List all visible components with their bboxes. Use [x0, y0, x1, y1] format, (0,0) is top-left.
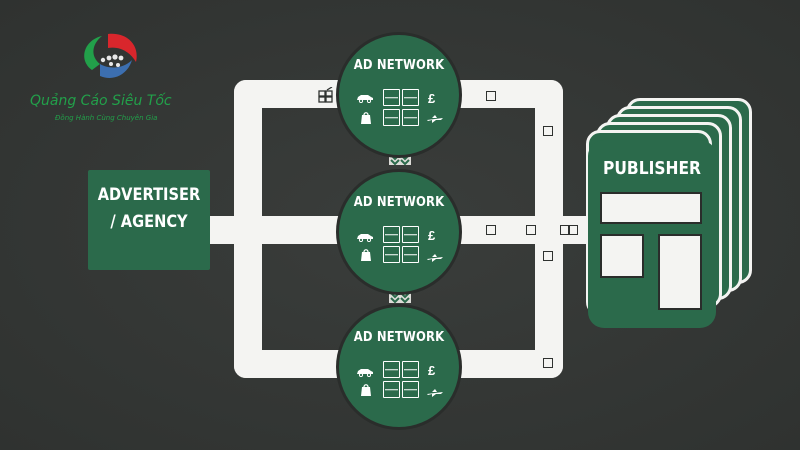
plane-icon [426, 114, 444, 126]
brand-name: Quảng Cáo Siêu Tốc [30, 93, 172, 109]
car-icon [356, 93, 374, 105]
ad-network-title: AD NETWORK [353, 329, 445, 345]
packet-icon [560, 225, 570, 235]
packet-icon [543, 358, 553, 368]
ad-slot-square [600, 234, 644, 278]
grid-icon [318, 86, 334, 108]
car-icon [356, 232, 374, 244]
grid-icon [383, 246, 419, 263]
ad-network-node-1: AD NETWORK £ [339, 35, 459, 155]
advertiser-label: ADVERTISER / AGENCY [97, 182, 202, 236]
grid-icon [383, 361, 419, 378]
advertiser-line1: ADVERTISER [97, 185, 201, 205]
pound-icon: £ [428, 91, 436, 106]
publisher-card: PUBLISHER [588, 140, 716, 328]
plane-icon [426, 388, 444, 400]
packet-icon [486, 225, 496, 235]
ad-network-title: AD NETWORK [353, 194, 445, 210]
packet-icon [543, 126, 553, 136]
car-icon [356, 367, 374, 379]
ad-network-node-3: AD NETWORK £ [339, 307, 459, 427]
chevron-icon [389, 290, 411, 303]
ad-slot-banner [600, 192, 702, 224]
packet-icon [486, 91, 496, 101]
logo-swirl-icon [84, 33, 137, 79]
grid-icon [383, 381, 419, 398]
grid-icon [383, 89, 419, 106]
packet-icon [526, 225, 536, 235]
plane-icon [426, 253, 444, 265]
advertiser-agency-box: ADVERTISER / AGENCY [88, 170, 210, 270]
pound-icon: £ [428, 363, 436, 378]
brand-slogan: Đồng Hành Cùng Chuyên Gia [55, 114, 158, 122]
ad-network-node-2: AD NETWORK £ [339, 172, 459, 292]
packet-icon [568, 225, 578, 235]
chevron-icon [389, 152, 411, 165]
bag-icon [360, 248, 372, 264]
bag-icon [360, 383, 372, 399]
grid-icon [383, 226, 419, 243]
packet-icon [543, 251, 553, 261]
ad-slot-tall [658, 234, 702, 310]
publisher-title: PUBLISHER [603, 158, 701, 179]
advertiser-line2: / AGENCY [110, 212, 188, 232]
brand-logo [70, 30, 150, 90]
ad-network-title: AD NETWORK [353, 57, 445, 73]
bag-icon [360, 111, 372, 127]
grid-icon [383, 109, 419, 126]
pound-icon: £ [428, 228, 436, 243]
